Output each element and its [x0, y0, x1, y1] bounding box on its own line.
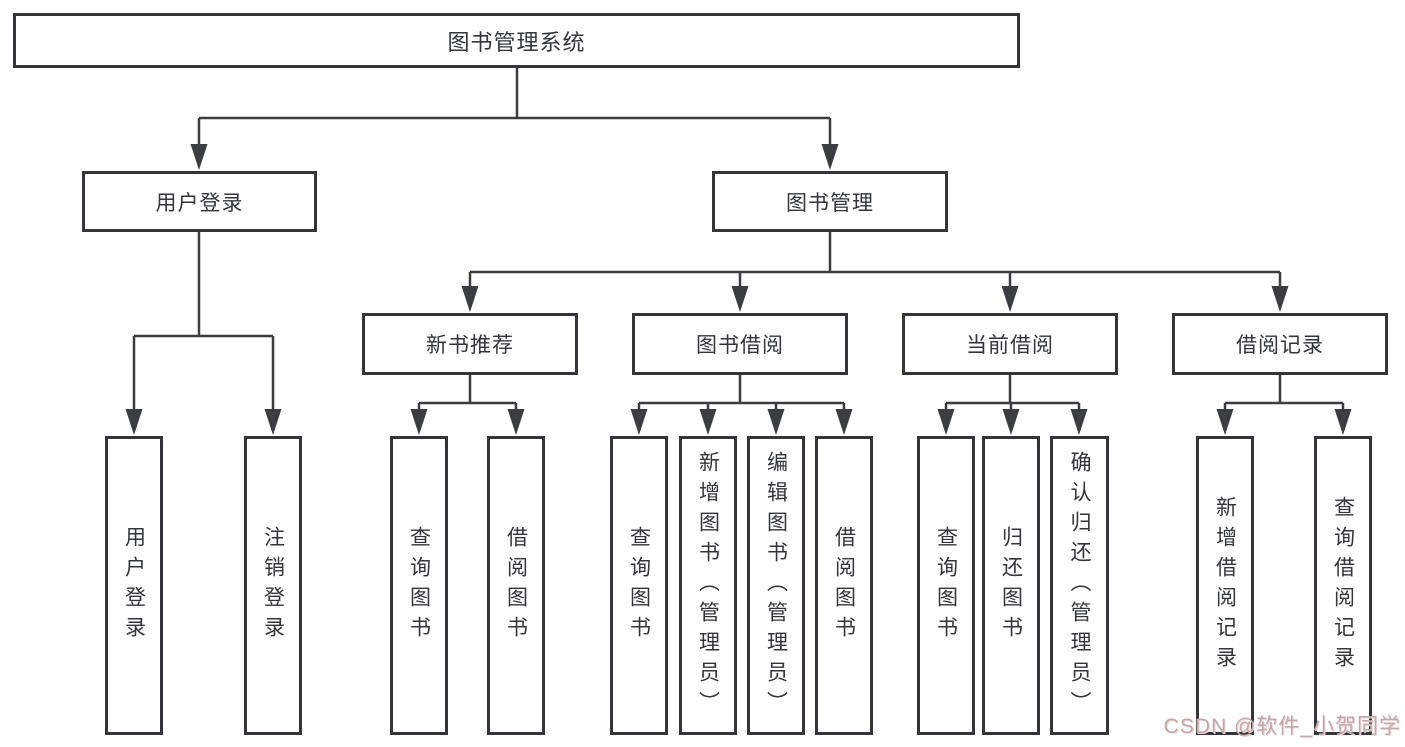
node-user-login: 用户登录 — [82, 171, 317, 232]
node-book-borrow-label: 图书借阅 — [696, 334, 784, 357]
node-borrow-record: 借阅记录 — [1172, 313, 1388, 375]
leaf-edit-books-admin: 编辑图书（管理员） — [747, 436, 805, 735]
connector-user-login-to-leaves — [125, 232, 282, 435]
leaf-current-query-books-label: 查询图书 — [934, 525, 958, 646]
leaf-add-books-admin: 新增图书（管理员） — [679, 436, 737, 735]
connector-book-borrow-to-leaves — [630, 375, 853, 435]
leaf-borrow-query-books-label: 查询图书 — [627, 525, 651, 646]
node-current-borrow-label: 当前借阅 — [966, 334, 1054, 357]
leaf-borrow-books: 借阅图书 — [815, 436, 873, 735]
leaf-newbook-borrow-books: 借阅图书 — [487, 436, 545, 735]
node-root-label: 图书管理系统 — [447, 29, 586, 55]
node-current-borrow: 当前借阅 — [902, 313, 1118, 375]
csdn-watermark: CSDN @软件_小贺同学 — [1163, 715, 1401, 738]
node-book-management-label: 图书管理 — [786, 191, 874, 215]
node-new-book-recommend-label: 新书推荐 — [426, 334, 514, 357]
leaf-add-books-admin-label: 新增图书（管理员） — [696, 450, 720, 721]
node-user-login-label: 用户登录 — [155, 191, 244, 215]
leaf-add-borrow-record: 新增借阅记录 — [1196, 436, 1254, 735]
leaf-logout-label: 注销登录 — [261, 525, 285, 646]
connector-current-borrow-to-leaves — [937, 375, 1088, 435]
leaf-user-login-label: 用户登录 — [122, 525, 146, 646]
leaf-newbook-query-books: 查询图书 — [390, 436, 448, 735]
connector-new-book-to-leaves — [410, 375, 525, 435]
node-borrow-record-label: 借阅记录 — [1236, 334, 1324, 357]
leaf-logout: 注销登录 — [244, 436, 302, 735]
leaf-add-borrow-record-label: 新增借阅记录 — [1213, 495, 1237, 676]
leaf-return-books-label: 归还图书 — [999, 525, 1023, 646]
leaf-current-query-books: 查询图书 — [917, 436, 975, 735]
leaf-borrow-query-books: 查询图书 — [610, 436, 668, 735]
connector-book-mgmt-to-level3 — [461, 232, 1289, 312]
node-root: 图书管理系统 — [13, 13, 1020, 68]
leaf-user-login: 用户登录 — [105, 436, 163, 735]
leaf-confirm-return-admin-label: 确认归还（管理员） — [1068, 450, 1091, 721]
connector-root-to-level2 — [190, 68, 839, 170]
leaf-confirm-return-admin: 确认归还（管理员） — [1050, 436, 1109, 735]
leaf-newbook-query-books-label: 查询图书 — [407, 525, 431, 646]
leaf-return-books: 归还图书 — [982, 436, 1040, 735]
connector-borrow-record-to-leaves — [1216, 375, 1352, 435]
leaf-borrow-books-label: 借阅图书 — [832, 525, 856, 646]
leaf-query-borrow-record-label: 查询借阅记录 — [1331, 495, 1355, 676]
leaf-query-borrow-record: 查询借阅记录 — [1314, 436, 1372, 735]
leaf-newbook-borrow-books-label: 借阅图书 — [504, 525, 528, 646]
leaf-edit-books-admin-label: 编辑图书（管理员） — [764, 450, 788, 721]
node-new-book-recommend: 新书推荐 — [362, 313, 578, 375]
node-book-borrow: 图书借阅 — [632, 313, 848, 375]
node-book-management: 图书管理 — [712, 171, 948, 232]
